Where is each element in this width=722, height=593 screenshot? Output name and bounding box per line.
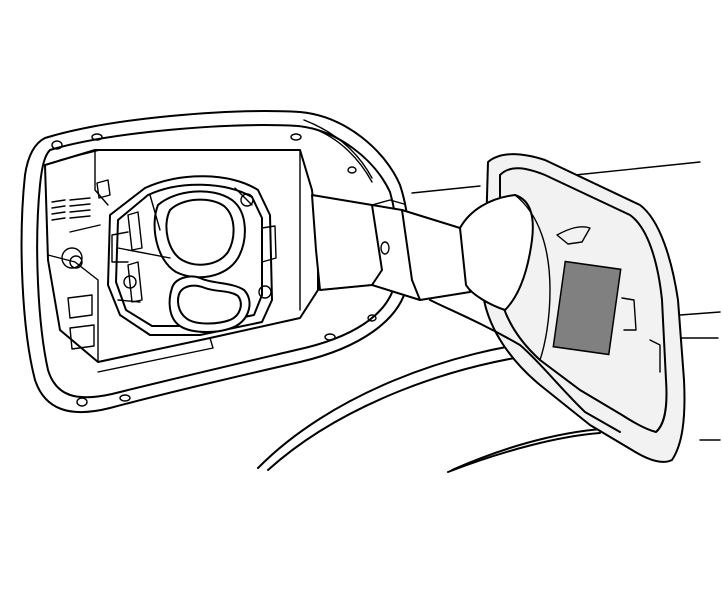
charge-port-socket	[107, 175, 277, 336]
port-recess	[44, 149, 319, 373]
warning-label-patch	[552, 260, 622, 356]
open-fuel-door	[429, 153, 686, 463]
fuel-door-hinge-arm	[311, 194, 471, 301]
